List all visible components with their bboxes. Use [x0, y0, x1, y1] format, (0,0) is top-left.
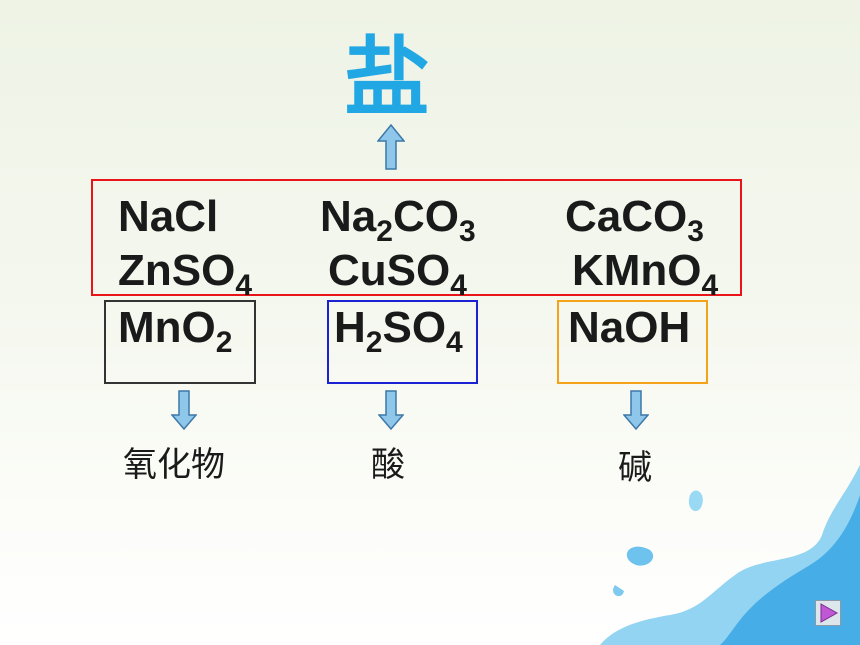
formula-cuso4: CuSO4 — [328, 246, 467, 302]
formula-znso4: ZnSO4 — [118, 246, 253, 302]
formula-caco3: CaCO3 — [565, 192, 704, 248]
up-arrow-icon — [377, 124, 405, 170]
base-box — [557, 300, 708, 384]
base-label: 碱 — [618, 448, 652, 488]
oxide-label: 氧化物 — [123, 445, 225, 485]
play-triangle-icon — [820, 603, 839, 623]
down-arrow-icon — [623, 390, 649, 430]
formula-kmno4: KMnO4 — [572, 246, 719, 302]
formula-mno2: MnO2 — [118, 303, 233, 359]
acid-box — [327, 300, 478, 384]
down-arrow-icon — [378, 390, 404, 430]
acid-label: 酸 — [371, 445, 405, 485]
down-arrow-icon — [171, 390, 197, 430]
formula-h2so4: H2SO4 — [334, 303, 463, 359]
formula-na2co3: Na2CO3 — [320, 192, 476, 248]
oxide-box — [104, 300, 256, 384]
formula-naoh: NaOH — [568, 303, 691, 352]
salt-title: 盐 — [344, 28, 430, 128]
next-slide-button[interactable] — [815, 600, 841, 626]
formula-nacl: NaCl — [118, 192, 219, 241]
salt-group-box — [91, 179, 742, 296]
